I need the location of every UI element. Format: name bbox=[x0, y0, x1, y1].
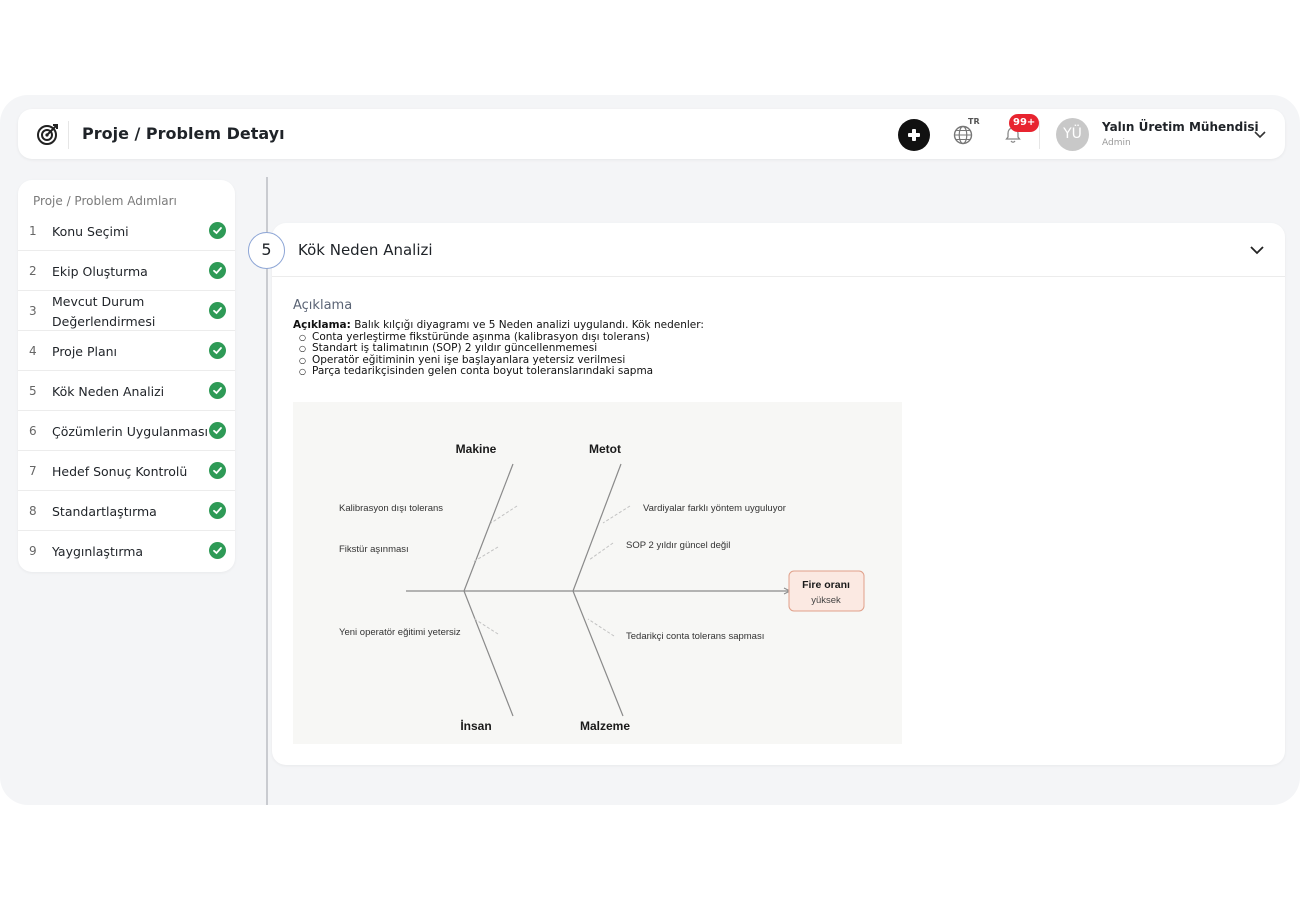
category-malzeme: Malzeme bbox=[580, 719, 630, 733]
check-icon bbox=[209, 342, 226, 359]
effect-box bbox=[788, 570, 865, 612]
cause-item: Standart iş talimatının (SOP) 2 yıldır g… bbox=[299, 342, 704, 355]
target-logo-icon[interactable] bbox=[36, 122, 60, 146]
check-icon bbox=[209, 422, 226, 439]
step-number: 2 bbox=[29, 264, 37, 278]
effect-title: Fire oranı bbox=[802, 579, 850, 591]
cause-label: Yeni operatör eğitimi yetersiz bbox=[339, 627, 461, 638]
sidebar-step-4[interactable]: 4 Proje Planı bbox=[18, 331, 235, 371]
cause-item: Parça tedarikçisinden gelen conta boyut … bbox=[299, 365, 704, 378]
root-cause-card: Kök Neden Analizi Açıklama Açıklama: Bal… bbox=[272, 223, 1285, 765]
timeline-line bbox=[266, 177, 268, 805]
category-makine: Makine bbox=[456, 442, 497, 456]
step-label: Yaygınlaştırma bbox=[52, 544, 144, 559]
sub-bone bbox=[472, 617, 499, 635]
cause-label: Vardiyalar farklı yöntem uyguluyor bbox=[643, 503, 786, 514]
check-icon bbox=[209, 462, 226, 479]
sidebar-step-7[interactable]: 7 Hedef Sonuç Kontrolü bbox=[18, 451, 235, 491]
step-label: Hedef Sonuç Kontrolü bbox=[52, 464, 188, 479]
header-divider bbox=[68, 121, 69, 149]
card-title: Kök Neden Analizi bbox=[298, 241, 433, 259]
effect-subtitle: yüksek bbox=[811, 595, 841, 606]
bone-insan bbox=[463, 590, 514, 717]
app-shell: Proje / Problem Detayı TR 99+ YÜ Yalın Ü… bbox=[0, 95, 1300, 805]
step-label: Kök Neden Analizi bbox=[52, 384, 165, 399]
sub-bone bbox=[587, 618, 615, 637]
top-header: Proje / Problem Detayı TR 99+ YÜ Yalın Ü… bbox=[18, 109, 1285, 159]
notification-badge: 99+ bbox=[1009, 114, 1040, 132]
step-label: Çözümlerin Uygulanması bbox=[52, 424, 208, 439]
cause-item: Conta yerleştirme fikstüründe aşınma (ka… bbox=[299, 331, 704, 344]
cause-item: Operatör eğitiminin yeni işe başlayanlar… bbox=[299, 354, 704, 367]
description-label: Açıklama bbox=[293, 298, 353, 313]
page-title: Proje / Problem Detayı bbox=[82, 124, 285, 143]
cause-label: Kalibrasyon dışı tolerans bbox=[339, 503, 443, 514]
avatar[interactable]: YÜ bbox=[1056, 118, 1089, 151]
check-icon bbox=[209, 302, 226, 319]
step-label: Mevcut Durum Değerlendirmesi bbox=[52, 294, 156, 329]
description-intro: Balık kılçığı diyagramı ve 5 Neden anali… bbox=[354, 319, 704, 331]
category-metot: Metot bbox=[589, 442, 621, 456]
chevron-down-icon[interactable] bbox=[1248, 241, 1266, 259]
language-code[interactable]: TR bbox=[968, 117, 980, 126]
cause-label: Fikstür aşınması bbox=[339, 544, 409, 555]
step-number: 8 bbox=[29, 504, 37, 518]
globe-icon[interactable] bbox=[952, 124, 974, 146]
sidebar-step-8[interactable]: 8 Standartlaştırma bbox=[18, 491, 235, 531]
step-label: Standartlaştırma bbox=[52, 504, 157, 519]
sidebar-step-6[interactable]: 6 Çözümlerin Uygulanması bbox=[18, 411, 235, 451]
step-number-circle: 5 bbox=[248, 232, 285, 269]
sidebar-step-1[interactable]: 1 Konu Seçimi bbox=[18, 211, 235, 251]
step-label: Proje Planı bbox=[52, 344, 118, 359]
step-number: 5 bbox=[29, 384, 37, 398]
sub-bone bbox=[472, 546, 499, 563]
header-divider-right bbox=[1039, 121, 1040, 149]
bone-metot bbox=[572, 463, 622, 592]
user-name[interactable]: Yalın Üretim Mühendisi bbox=[1102, 120, 1259, 134]
check-icon bbox=[209, 222, 226, 239]
sidebar-step-5[interactable]: 5 Kök Neden Analizi bbox=[18, 371, 235, 411]
user-role: Admin bbox=[1102, 138, 1131, 148]
check-icon bbox=[209, 502, 226, 519]
step-number: 7 bbox=[29, 464, 37, 478]
sub-bone bbox=[588, 542, 614, 561]
check-icon bbox=[209, 382, 226, 399]
cause-label: Tedarikçi conta tolerans sapması bbox=[626, 631, 764, 642]
cause-label: SOP 2 yıldır güncel değil bbox=[626, 540, 730, 551]
step-number: 6 bbox=[29, 424, 37, 438]
step-label: Konu Seçimi bbox=[52, 224, 129, 239]
steps-title: Proje / Problem Adımları bbox=[33, 194, 177, 208]
sub-bone bbox=[490, 505, 518, 524]
step-number: 4 bbox=[29, 344, 37, 358]
check-icon bbox=[209, 542, 226, 559]
step-label: Ekip Oluşturma bbox=[52, 264, 148, 279]
description-text: Açıklama: Balık kılçığı diyagramı ve 5 N… bbox=[293, 319, 704, 378]
card-header[interactable]: Kök Neden Analizi bbox=[272, 223, 1285, 277]
chevron-down-icon[interactable] bbox=[1252, 126, 1268, 142]
step-number: 9 bbox=[29, 544, 37, 558]
step-number: 1 bbox=[29, 224, 37, 238]
sidebar-step-9[interactable]: 9 Yaygınlaştırma bbox=[18, 531, 235, 571]
bone-malzeme bbox=[572, 590, 624, 717]
fishbone-diagram: Makine Metot İnsan Malzeme Kalibrasyon d… bbox=[293, 402, 902, 744]
category-insan: İnsan bbox=[460, 718, 491, 733]
bone-makine bbox=[463, 463, 514, 592]
add-button[interactable] bbox=[898, 119, 930, 151]
check-icon bbox=[209, 262, 226, 279]
sidebar-step-2[interactable]: 2 Ekip Oluşturma bbox=[18, 251, 235, 291]
sidebar-step-3[interactable]: 3 Mevcut Durum Değerlendirmesi bbox=[18, 291, 235, 331]
cause-list: Conta yerleştirme fikstüründe aşınma (ka… bbox=[299, 331, 704, 378]
steps-sidebar: Proje / Problem Adımları 1 Konu Seçimi 2 Ek… bbox=[18, 180, 235, 572]
step-number: 3 bbox=[29, 304, 37, 318]
sub-bone bbox=[602, 505, 631, 524]
description-bold-label: Açıklama: bbox=[293, 319, 351, 331]
